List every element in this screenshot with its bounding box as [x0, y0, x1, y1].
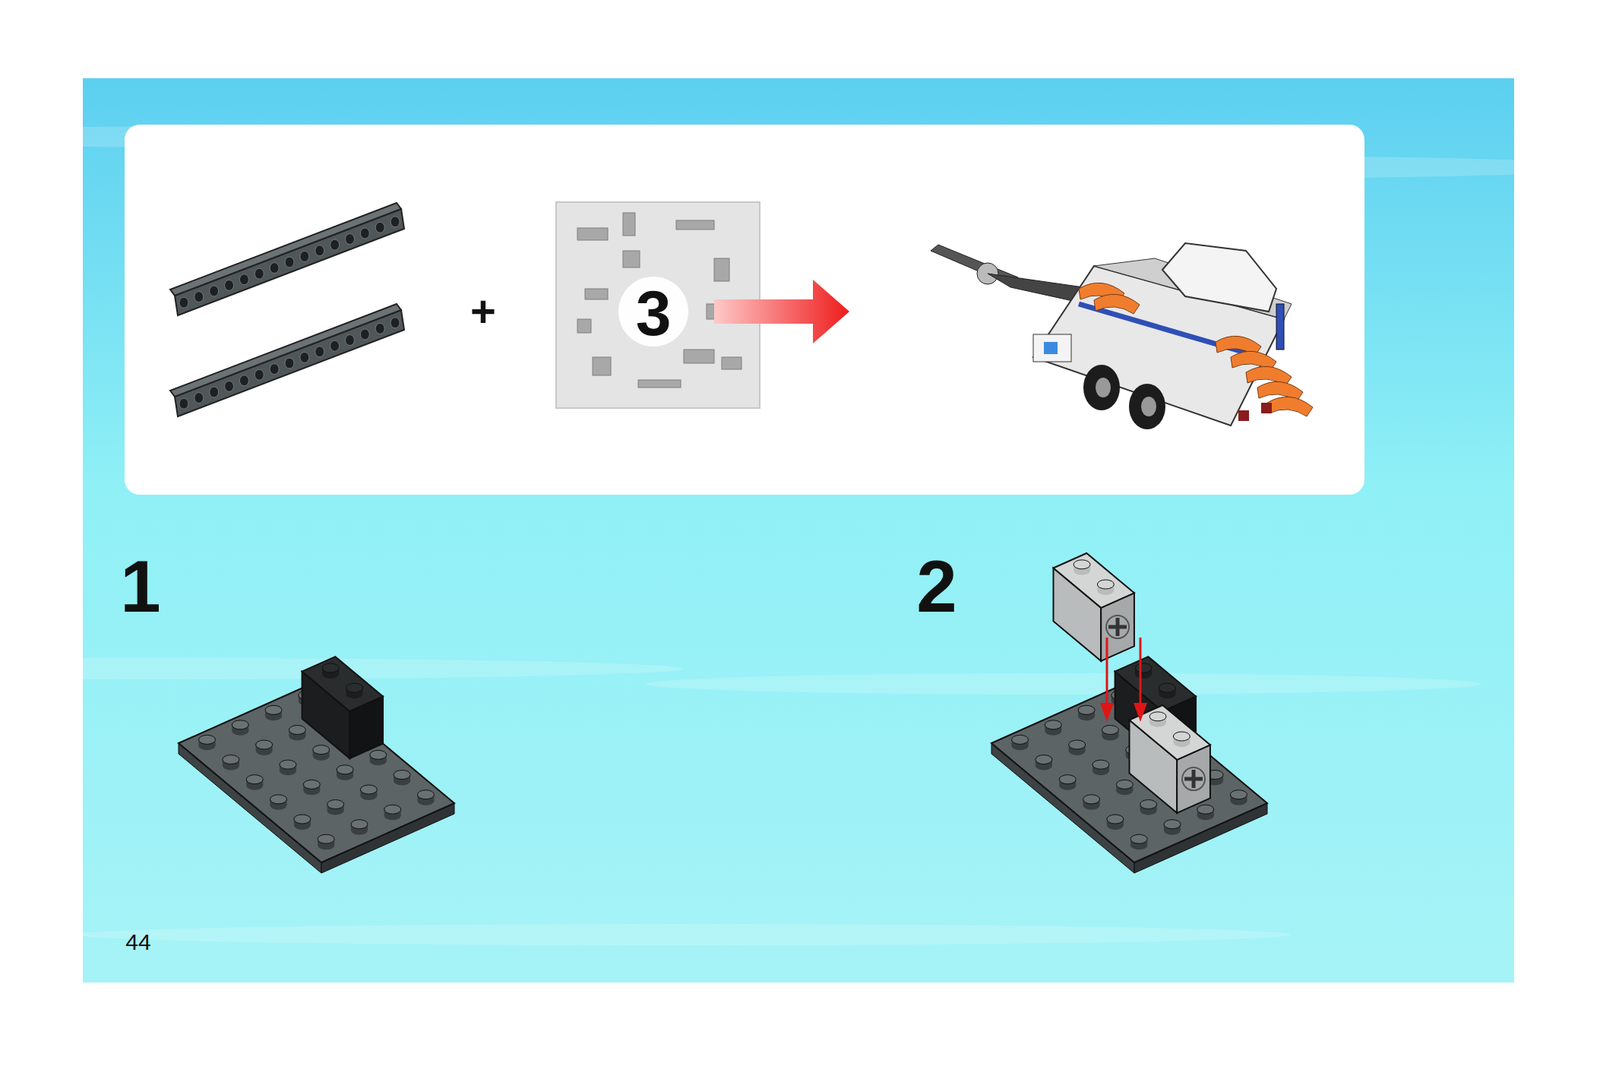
- page-ground: [82, 78, 1515, 983]
- bag-number: 3: [635, 281, 672, 345]
- trailer-model: [930, 243, 1313, 430]
- place-arrow: [1139, 637, 1142, 707]
- step-number: 1: [120, 550, 161, 623]
- ground-streak: [645, 673, 1482, 695]
- place-arrow: [1106, 637, 1109, 707]
- page-number: 44: [125, 930, 151, 954]
- cross-brick: [1129, 705, 1211, 813]
- place-arrowhead: [1133, 702, 1148, 722]
- technic-beam: [170, 202, 405, 316]
- ground-streak: [75, 923, 1292, 946]
- parts-panel: [124, 124, 1365, 495]
- place-arrowhead: [1100, 702, 1114, 722]
- step-number: 2: [916, 550, 957, 623]
- technic-beam: [170, 303, 405, 417]
- plus-sign: +: [470, 289, 497, 334]
- result-arrow: [714, 279, 850, 344]
- cross-brick-moving: [1053, 553, 1135, 661]
- black-brick: [302, 656, 383, 759]
